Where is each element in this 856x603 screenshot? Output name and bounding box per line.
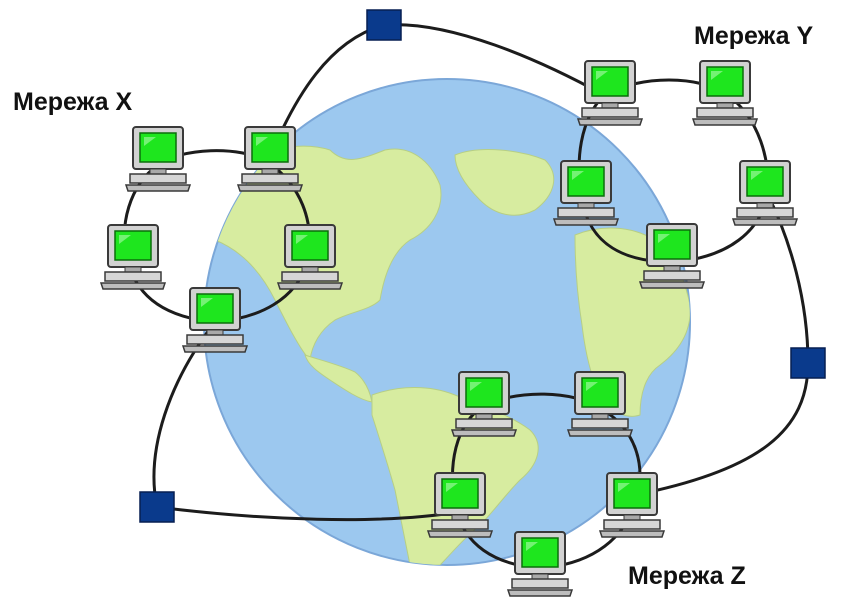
computer-icon — [639, 223, 705, 289]
router-icon — [790, 347, 826, 379]
computer-icon — [692, 60, 758, 126]
computer-icon — [567, 371, 633, 437]
computer-icon — [577, 60, 643, 126]
network-z-label: Мережа Z — [628, 562, 746, 590]
backbone-top-router-y — [383, 23, 605, 97]
computer-icon — [125, 126, 191, 192]
network-y-label: Мережа Y — [694, 22, 814, 50]
computer-icon — [599, 472, 665, 538]
backbone-left-router-z — [156, 505, 459, 522]
computer-icon — [451, 371, 517, 437]
computer-icon — [553, 160, 619, 226]
network-x-label: Мережа X — [13, 88, 133, 116]
computer-icon — [277, 224, 343, 290]
backbone-right-router-z — [634, 362, 810, 497]
computer-icon — [237, 126, 303, 192]
router-icon — [139, 491, 175, 523]
computer-icon — [427, 472, 493, 538]
computer-icon — [507, 531, 573, 597]
computer-icon — [732, 160, 798, 226]
computer-icon — [182, 287, 248, 353]
computer-icon — [100, 224, 166, 290]
router-icon — [366, 9, 402, 41]
